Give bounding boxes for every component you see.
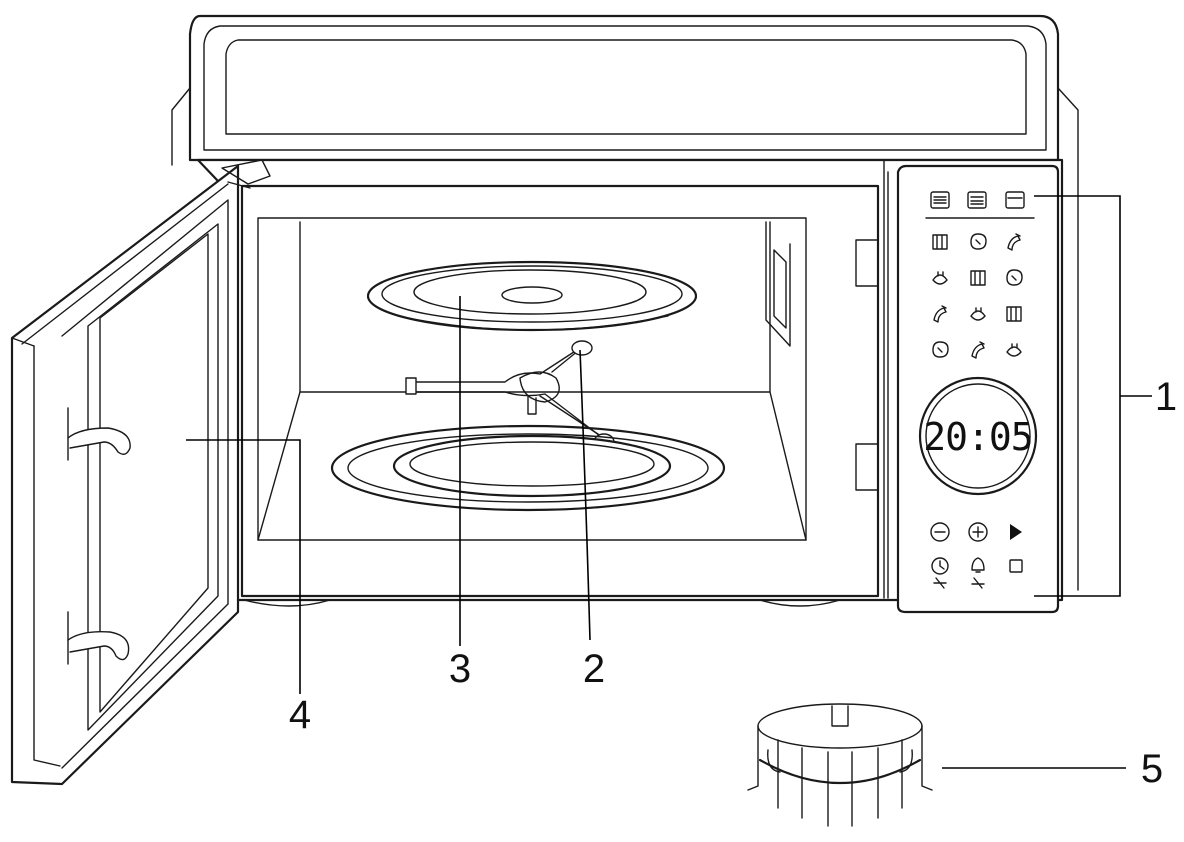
callout-1: 1	[1155, 375, 1177, 419]
pizza-icon	[932, 271, 948, 285]
plus-icon	[968, 522, 988, 542]
turntable-ring	[330, 424, 726, 512]
bread-icon	[970, 307, 986, 321]
potato-icon	[970, 270, 986, 286]
oven-door	[10, 159, 271, 786]
meat-icon	[1007, 233, 1021, 251]
minus-icon	[930, 522, 950, 542]
callout-4: 4	[289, 693, 311, 737]
fish-icon	[1006, 269, 1023, 286]
beverage-icon	[1006, 343, 1022, 357]
defrost-icon	[932, 234, 948, 250]
oven-icon	[1005, 191, 1025, 209]
callout-3: 3	[449, 647, 471, 691]
clock-icon	[931, 557, 949, 589]
start-icon	[1010, 524, 1022, 540]
combi-icon	[967, 191, 987, 209]
roller-ring-accessory	[747, 703, 933, 827]
callouts: 1 2 3 4 5	[289, 375, 1177, 791]
soup-icon	[1006, 306, 1022, 322]
leader-lines	[186, 195, 1152, 769]
vegetable-icon	[970, 233, 987, 250]
grill-icon	[930, 191, 950, 209]
glass-tray	[366, 260, 698, 332]
rice-icon	[971, 341, 985, 359]
cake-icon	[932, 341, 949, 358]
callout-5: 5	[1141, 747, 1163, 791]
callout-2: 2	[583, 647, 605, 691]
display: 20:05	[918, 376, 1038, 496]
bell-icon	[971, 557, 985, 589]
stop-icon	[1009, 559, 1023, 573]
display-time: 20:05	[923, 415, 1032, 459]
oven-body	[171, 14, 1079, 607]
poultry-icon	[933, 305, 947, 323]
control-panel: 20:05	[887, 164, 1060, 614]
